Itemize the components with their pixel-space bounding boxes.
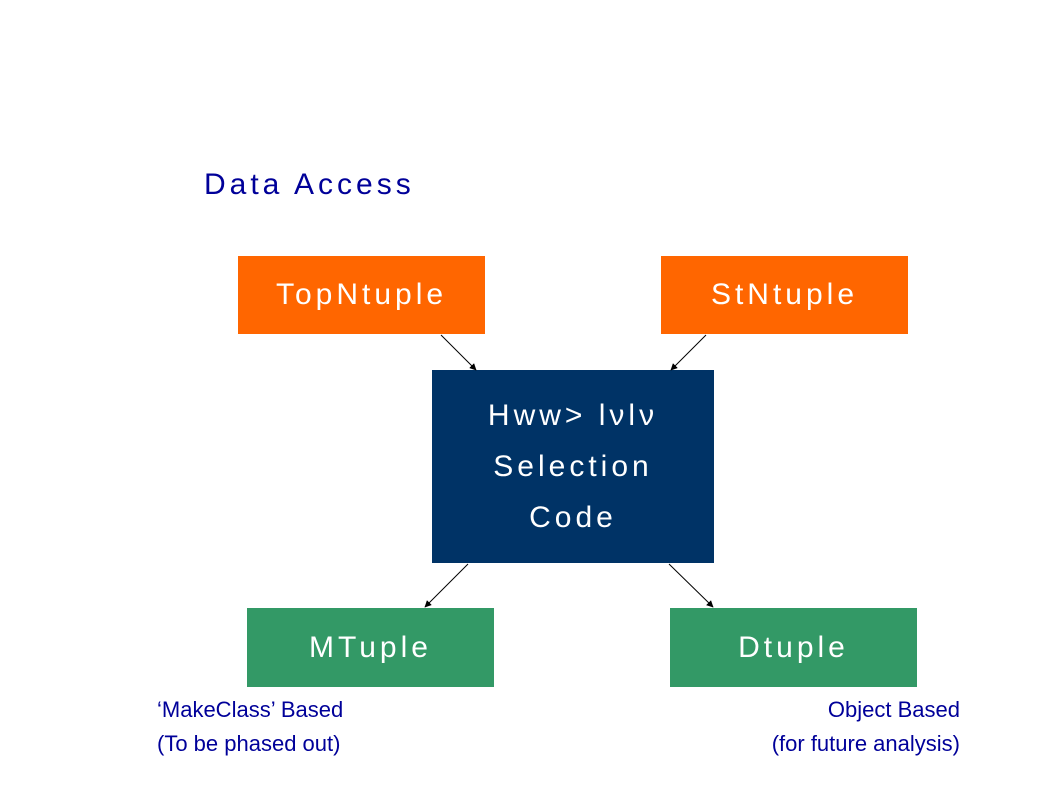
selection-line-3: Code (529, 501, 617, 534)
dtuple-label: Dtuple (738, 630, 849, 664)
top-ntuple-box: TopNtuple (238, 256, 485, 334)
mtuple-note-line-1: ‘MakeClass’ Based (157, 697, 344, 722)
selection-code-box: Hww> lνlν Selection Code (432, 370, 714, 563)
mtuple-box: MTuple (247, 608, 494, 687)
arrow-st-ntuple-to-selection (670, 334, 707, 371)
st-ntuple-box: StNtuple (661, 256, 908, 334)
selection-line-2: Selection (493, 450, 653, 483)
dtuple-box: Dtuple (670, 608, 917, 687)
dtuple-note-line-1: Object Based (827, 697, 960, 722)
mtuple-note: ‘MakeClass’ Based (To be phased out) (157, 693, 343, 761)
mtuple-note-line-2: (To be phased out) (157, 731, 341, 756)
mtuple-label: MTuple (309, 630, 432, 664)
arrow-selection-to-dtuple (668, 563, 714, 608)
arrow-top-ntuple-to-selection (440, 334, 477, 371)
selection-line-1: Hww> lνlν (487, 399, 659, 432)
st-ntuple-label: StNtuple (710, 278, 859, 311)
top-ntuple-label: TopNtuple (275, 278, 448, 311)
dtuple-note: Object Based (for future analysis) (772, 693, 960, 761)
slide-title: Data Access (204, 168, 415, 201)
arrow-selection-to-mtuple (424, 563, 469, 608)
dtuple-note-line-2: (for future analysis) (771, 731, 960, 756)
